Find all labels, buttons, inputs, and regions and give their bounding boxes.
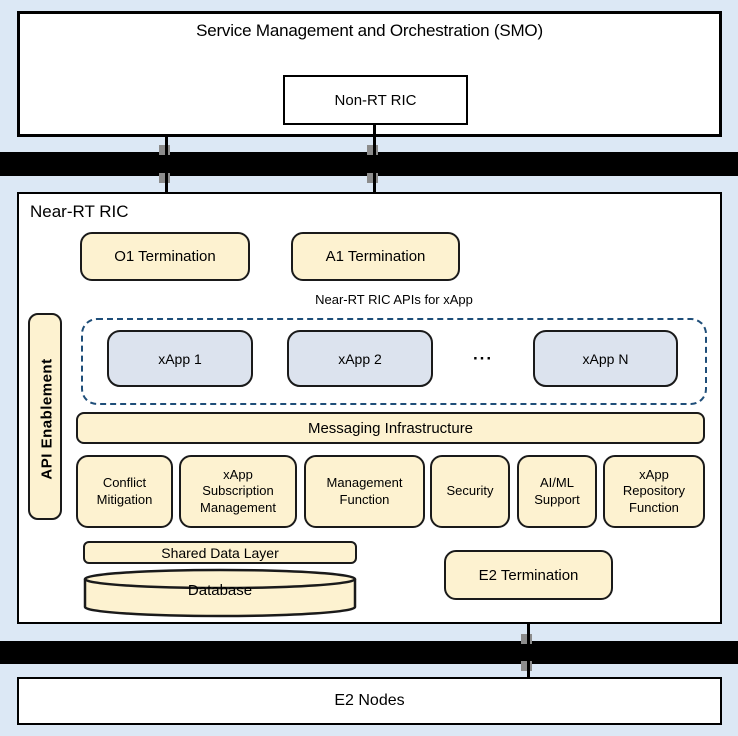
o1-termination-label: O1 Termination (114, 248, 216, 265)
xapp-1-box: xApp 1 (107, 330, 253, 387)
security-box: Security (430, 455, 510, 528)
database-cylinder (83, 568, 357, 618)
o1-connector-line (165, 137, 168, 233)
connector-handle (159, 173, 170, 183)
connector-handle (521, 661, 532, 671)
messaging-infrastructure-label: Messaging Infrastructure (307, 419, 474, 437)
database-cylinder-shape (83, 568, 357, 618)
api-enablement-label: API Enablement (38, 357, 55, 480)
a1-termination-box: A1 Termination (291, 232, 460, 281)
e2-termination-label: E2 Termination (478, 566, 579, 584)
xapp-2-label: xApp 2 (338, 350, 382, 367)
ai-ml-support-box: AI/ML Support (517, 455, 597, 528)
connector-handle (367, 145, 378, 155)
xapp-apis-label: Near-RT RIC APIs for xApp (315, 292, 473, 307)
xapp-1-label: xApp 1 (158, 350, 202, 367)
xapp-2-box: xApp 2 (287, 330, 433, 387)
connector-handle (521, 634, 532, 644)
xapp-n-box: xApp N (533, 330, 678, 387)
api-enablement-box: API Enablement (28, 313, 62, 520)
a1-connector-line (373, 125, 376, 233)
e2-interface-bar (0, 641, 738, 664)
shared-data-layer-box: Shared Data Layer (83, 541, 357, 564)
xapp-n-label: xApp N (582, 350, 629, 367)
e2-connector-line (527, 600, 530, 678)
connector-handle (367, 173, 378, 183)
database-label: Database (187, 582, 253, 599)
messaging-infrastructure-box: Messaging Infrastructure (76, 412, 705, 444)
connector-handle (159, 145, 170, 155)
xapp-subscription-management-box: xApp Subscription Management (179, 455, 297, 528)
e2-termination-box: E2 Termination (444, 550, 613, 600)
non-rt-ric-label: Non-RT RIC (334, 91, 417, 109)
conflict-mitigation-box: Conflict Mitigation (76, 455, 173, 528)
management-function-box: Management Function (304, 455, 425, 528)
xapp-ellipsis: ··· (473, 348, 493, 368)
smo-title: Service Management and Orchestration (SM… (196, 21, 543, 40)
e2-nodes-label: E2 Nodes (334, 692, 405, 709)
xapp-apis-dashed-container (81, 318, 707, 405)
e2-nodes-box: E2 Nodes (17, 677, 722, 725)
non-rt-ric-box: Non-RT RIC (283, 75, 468, 125)
shared-data-layer-label: Shared Data Layer (161, 544, 279, 561)
a1-termination-label: A1 Termination (325, 248, 426, 265)
o1-a1-interface-bar (0, 152, 738, 176)
o1-termination-box: O1 Termination (80, 232, 250, 281)
xapp-repository-function-box: xApp Repository Function (603, 455, 705, 528)
near-rt-ric-label: Near-RT RIC (30, 202, 129, 221)
